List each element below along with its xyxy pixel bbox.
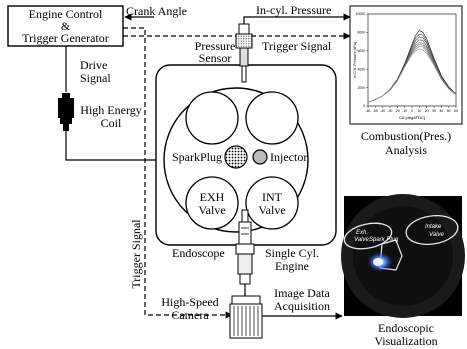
x-axis-label: CA [degATDC] <box>399 115 425 120</box>
drive-signal-label-1: Drive <box>80 58 108 72</box>
trigger-signal-side-arrow <box>123 27 233 319</box>
coil-icon <box>58 93 74 131</box>
x-tick-label: -60 <box>366 109 371 113</box>
pressure-sensor-label-1: Pressure <box>194 39 236 53</box>
endoscope-label: Endoscope <box>172 246 225 260</box>
y-tick-label: 0 <box>363 104 365 108</box>
y-tick-label: 6000 <box>357 49 365 53</box>
endo-spark-label: Spark Plug <box>369 237 399 243</box>
x-tick-label: 50 <box>447 109 451 113</box>
crank-angle-label: Crank Angle <box>126 4 187 18</box>
combustion-caption-1: Combustion(Pres.) <box>360 129 452 143</box>
x-tick-label: -50 <box>373 109 378 113</box>
coil-label-1: High Energy <box>80 103 142 117</box>
x-tick-label: -10 <box>402 109 407 113</box>
upper-right-port <box>245 91 299 145</box>
trigger-signal-top-label: Trigger Signal <box>262 39 332 53</box>
endoscope-icon <box>235 209 255 296</box>
endoscopic-image: Exh. Valve Spark Plug Intake Valve <box>341 194 465 318</box>
endo-exh-label-2: Valve <box>354 237 369 243</box>
endoscopic-caption-1: Endoscopic <box>378 321 434 335</box>
endo-exh-label-1: Exh. <box>356 230 368 236</box>
trigger-signal-side-label: Trigger Signal <box>129 219 143 289</box>
injector-icon <box>252 149 268 165</box>
exh-valve <box>185 176 239 230</box>
pressure-signal-arrow <box>243 13 351 24</box>
x-tick-label: 0 <box>411 109 413 113</box>
endo-intake-label-1: Intake <box>425 224 442 230</box>
pressure-sensor-icon <box>235 23 253 83</box>
drive-signal-label-2: Signal <box>80 71 111 85</box>
pressure-trace-8 <box>367 48 457 103</box>
controller-label-1: Engine Control <box>28 7 103 21</box>
intake-valve-outline <box>405 215 459 245</box>
controller-label-2: & <box>60 19 71 33</box>
exh-valve-label-1: EXH <box>199 190 225 204</box>
exh-valve-outline <box>343 222 393 250</box>
x-tick-label: -40 <box>380 109 385 113</box>
camera-label-1: High-Speed <box>161 295 219 309</box>
endo-intake-label-2: Valve <box>429 232 444 238</box>
engine-control-box <box>7 5 124 47</box>
camera-label-2: Camera <box>171 308 209 322</box>
x-tick-label: -20 <box>395 109 400 113</box>
spark-plug-label: SparkPlug <box>172 150 223 164</box>
pressure-sensor-label-2: Sensor <box>198 51 232 65</box>
engine-label-2: Engine <box>275 259 309 273</box>
y-tick-label: 4000 <box>357 67 365 71</box>
engine-label-1: Single Cyl. <box>264 246 319 260</box>
coil-label-2: Coil <box>100 116 122 130</box>
spark-plug-icon <box>224 145 248 169</box>
y-axis-label: In-CYL Pressure [kPa] <box>353 42 357 78</box>
x-tick-label: 30 <box>432 109 436 113</box>
in-cyl-pressure-label: In-cyl. Pressure <box>256 3 332 17</box>
int-valve <box>245 176 299 230</box>
endoscopic-caption-2: Visualization <box>374 334 438 348</box>
chart-plot-area <box>367 13 457 107</box>
y-tick-label: 8000 <box>357 31 365 35</box>
x-tick-label: 20 <box>425 109 429 113</box>
controller-label-3: Trigger Generator <box>22 31 109 45</box>
upper-left-port <box>185 91 239 145</box>
y-tick-label: 10000 <box>356 12 366 16</box>
x-tick-label: -30 <box>388 109 393 113</box>
injector-label: Injector <box>270 150 308 164</box>
image-data-label-1: Image Data <box>274 286 330 300</box>
x-tick-label: 60 <box>454 109 458 113</box>
combustion-caption-2: Analysis <box>385 143 427 157</box>
image-data-label-2: Acquisition <box>274 299 330 313</box>
camera-icon <box>229 295 263 339</box>
int-valve-label-2: Valve <box>258 203 286 217</box>
y-tick-label: 2000 <box>357 86 365 90</box>
exh-valve-label-2: Valve <box>198 203 226 217</box>
x-tick-label: 10 <box>417 109 421 113</box>
x-tick-label: 40 <box>439 109 443 113</box>
int-valve-label-1: INT <box>262 190 282 204</box>
